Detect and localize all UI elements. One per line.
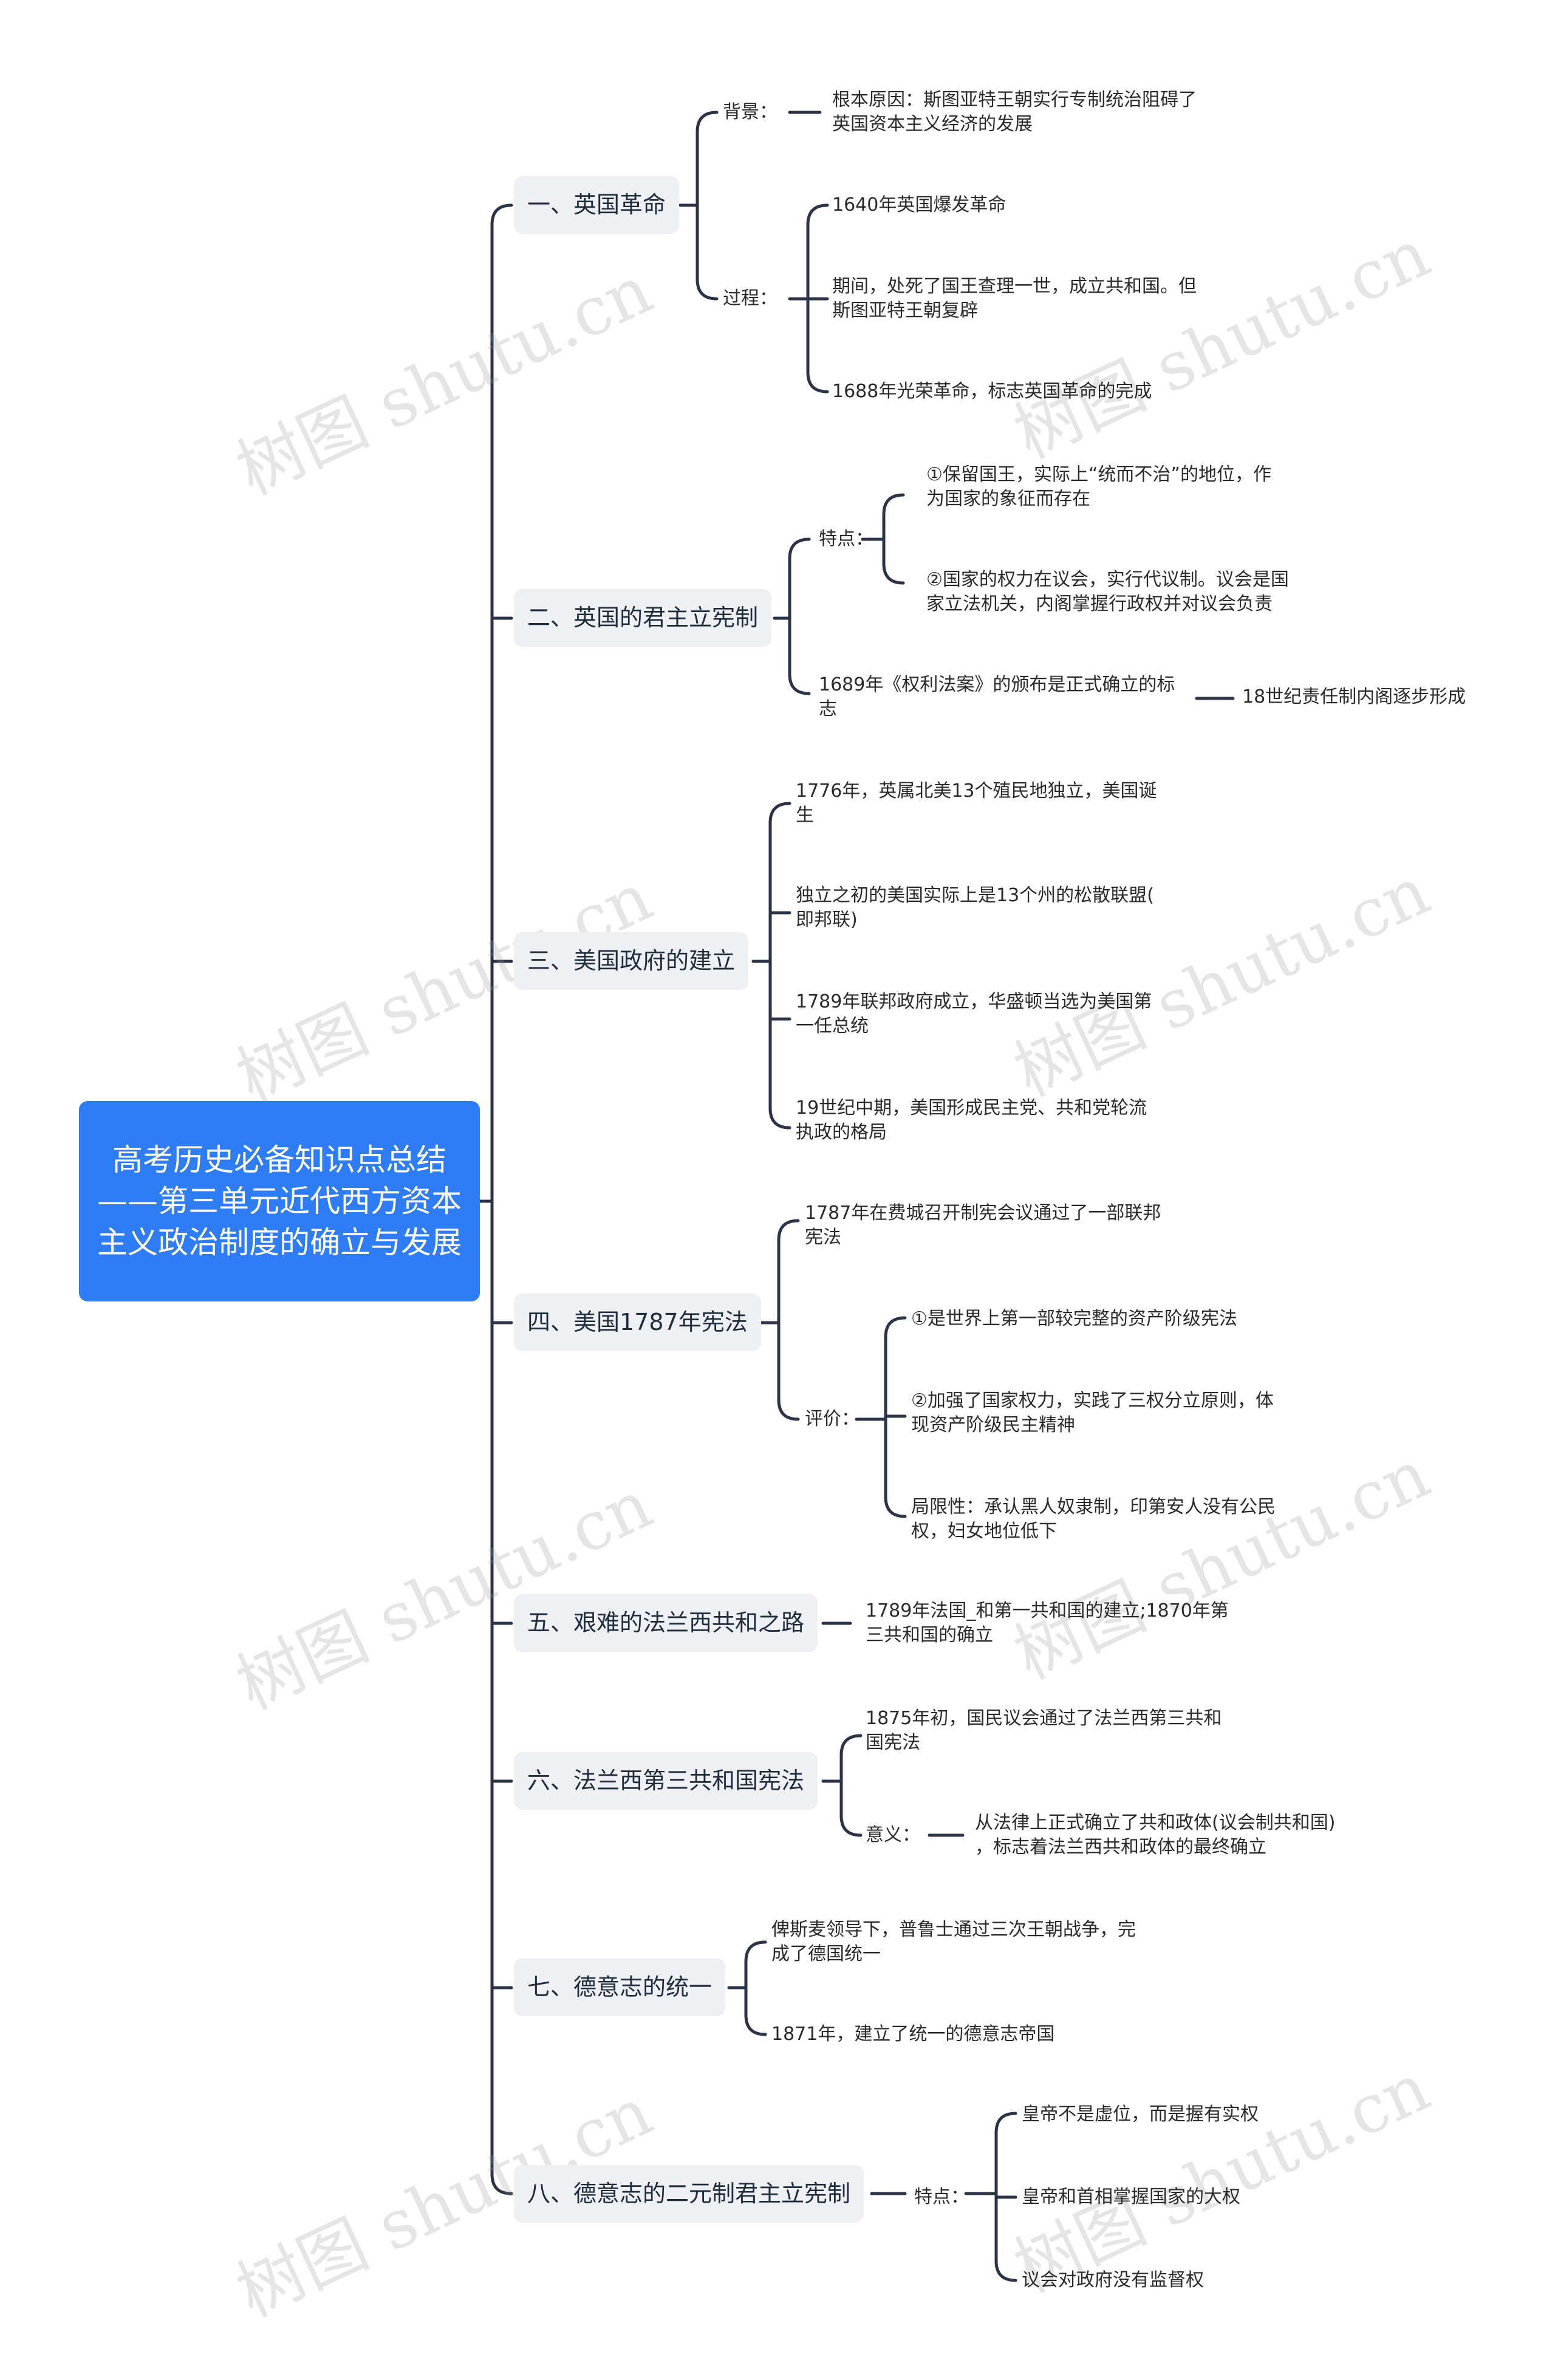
watermark: 树图 shutu.cn	[1002, 1434, 1441, 1694]
leaf-node[interactable]: 皇帝不是虚位，而是握有实权	[1022, 2104, 1259, 2125]
watermark: 树图 shutu.cn	[1002, 214, 1441, 474]
leaf-node[interactable]: 局限性：承认黑人奴隶制，印第安人没有公民 权，妇女地位低下	[911, 1496, 1276, 1542]
leaf-node[interactable]: 根本原因：斯图亚特王朝实行专制统治阻碍了 英国资本主义经济的发展	[832, 89, 1197, 135]
leaf-node[interactable]: 期间，处死了国王查理一世，成立共和国。但 斯图亚特王朝复辟	[832, 276, 1197, 321]
leaf-node[interactable]: 议会对政府没有监督权	[1022, 2269, 1204, 2291]
leaf-node[interactable]: 1640年英国爆发革命	[832, 194, 1006, 216]
leaf-node[interactable]: 1871年，建立了统一的德意志帝国	[771, 2024, 1055, 2045]
watermark: 树图 shutu.cn	[225, 250, 663, 510]
leaf-node[interactable]: 1787年在费城召开制宪会议通过了一部联邦 宪法	[805, 1202, 1161, 1248]
branch-french-republic[interactable]: 五、艰难的法兰西共和之路	[514, 1594, 818, 1652]
branch-german-unification[interactable]: 七、德意志的统一	[514, 1959, 726, 2016]
branch-german-dual-monarchy[interactable]: 八、德意志的二元制君主立宪制	[514, 2165, 864, 2223]
branch-constitutional-monarchy[interactable]: 二、英国的君主立宪制	[514, 589, 772, 647]
leaf-node[interactable]: ①是世界上第一部较完整的资产阶级宪法	[911, 1308, 1237, 1329]
leaf-node[interactable]: 1688年光荣革命，标志英国革命的完成	[832, 381, 1152, 402]
label-evaluation[interactable]: 评价：	[805, 1408, 860, 1430]
leaf-node[interactable]: ②国家的权力在议会，实行代议制。议会是国 家立法机关，内阁掌握行政权并对议会负责	[926, 569, 1289, 615]
leaf-node[interactable]: 独立之初的美国实际上是13个州的松散联盟( 即邦联)	[796, 885, 1154, 930]
root-topic[interactable]: 高考历史必备知识点总结——第三单元近代西方资本主义政治制度的确立与发展	[79, 1101, 480, 1301]
leaf-node[interactable]: 1875年初，国民议会通过了法兰西第三共和 国宪法	[866, 1708, 1222, 1753]
label-significance[interactable]: 意义：	[866, 1824, 920, 1846]
leaf-node[interactable]: 从法律上正式确立了共和政体(议会制共和国) ，标志着法兰西共和政体的最终确立	[975, 1812, 1336, 1858]
leaf-node[interactable]: ①保留国王，实际上“统而不治”的地位，作 为国家的象征而存在	[926, 464, 1271, 510]
leaf-node[interactable]: 1789年联邦政府成立，华盛顿当选为美国第 一任总统	[796, 991, 1152, 1037]
branch-us-government[interactable]: 三、美国政府的建立	[514, 932, 749, 990]
branch-french-constitution[interactable]: 六、法兰西第三共和国宪法	[514, 1752, 818, 1810]
watermark: 树图 shutu.cn	[1002, 851, 1441, 1111]
watermark: 树图 shutu.cn	[225, 1465, 663, 1725]
leaf-node[interactable]: 1689年《权利法案》的颁布是正式确立的标 志	[819, 674, 1175, 720]
leaf-node[interactable]: 皇帝和首相掌握国家的大权	[1022, 2186, 1240, 2208]
branch-english-revolution[interactable]: 一、英国革命	[514, 176, 680, 234]
label-features[interactable]: 特点：	[914, 2186, 969, 2208]
leaf-node[interactable]: ②加强了国家权力，实践了三权分立原则，体 现资产阶级民主精神	[911, 1390, 1274, 1436]
label-features[interactable]: 特点：	[819, 528, 873, 550]
label-background[interactable]: 背景：	[723, 101, 778, 123]
leaf-node[interactable]: 19世纪中期，美国形成民主党、共和党轮流 执政的格局	[796, 1097, 1147, 1143]
leaf-node[interactable]: 1789年法国_和第一共和国的建立;1870年第 三共和国的确立	[866, 1600, 1229, 1646]
label-process[interactable]: 过程：	[723, 288, 778, 309]
branch-us-constitution[interactable]: 四、美国1787年宪法	[514, 1294, 761, 1351]
leaf-node[interactable]: 18世纪责任制内阁逐步形成	[1242, 686, 1466, 708]
leaf-node[interactable]: 1776年，英属北美13个殖民地独立，美国诞 生	[796, 780, 1157, 826]
leaf-node[interactable]: 俾斯麦领导下，普鲁士通过三次王朝战争，完 成了德国统一	[771, 1919, 1136, 1965]
